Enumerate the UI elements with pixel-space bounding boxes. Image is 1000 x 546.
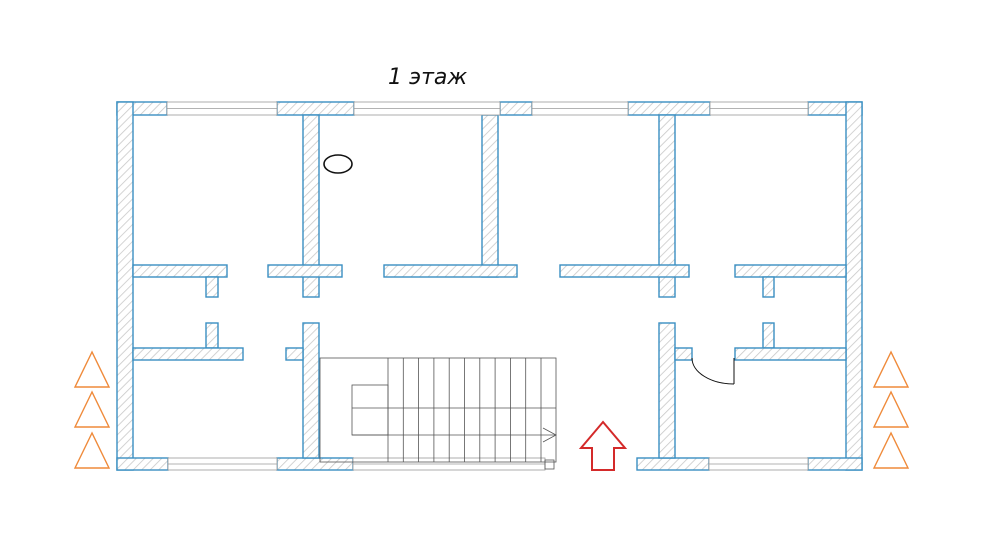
wall-segment — [627, 101, 711, 116]
wall-segment — [762, 276, 775, 298]
wall-segment — [205, 322, 219, 349]
window — [709, 101, 809, 116]
wall-segment — [116, 457, 169, 471]
window — [353, 101, 501, 116]
triangle-icon — [73, 390, 111, 428]
triangle-icon — [872, 390, 910, 428]
triangle-icon — [73, 350, 111, 388]
wall-segment — [658, 114, 676, 298]
wall-segment — [285, 347, 304, 361]
staircase — [319, 357, 557, 470]
floor-title: 1 этаж — [388, 65, 467, 90]
triangle-icon — [872, 350, 910, 388]
window — [531, 101, 629, 116]
wall-segment — [658, 322, 676, 459]
stair-outline — [319, 357, 557, 463]
wall-segment — [116, 101, 134, 471]
wall-segment — [674, 347, 693, 361]
wall-segment — [302, 322, 320, 459]
side-markers-right — [872, 350, 910, 469]
triangle-icon — [872, 431, 910, 469]
door-swing-icon — [691, 357, 735, 385]
wall-segment — [132, 264, 228, 278]
wall-segment — [302, 114, 320, 298]
wall-segment — [383, 264, 518, 278]
wall-segment — [734, 264, 847, 278]
window — [166, 101, 278, 116]
window — [708, 457, 809, 471]
wall-segment — [205, 276, 219, 298]
side-markers-left — [73, 350, 111, 469]
wall-segment — [276, 101, 355, 116]
wall-segment — [845, 101, 863, 471]
entrance-arrow-icon — [578, 420, 628, 471]
ellipse-icon — [323, 154, 353, 174]
stair-post — [544, 459, 555, 470]
stair-direction-arrow — [542, 427, 557, 443]
wall-segment — [132, 347, 244, 361]
stair-treads — [387, 358, 542, 462]
wall-segment — [267, 264, 343, 278]
windows — [166, 101, 809, 471]
wall-segment — [762, 322, 775, 349]
wall-segment — [481, 114, 499, 278]
walls — [116, 101, 863, 471]
window — [167, 457, 278, 471]
wall-segment — [734, 347, 847, 361]
triangle-icon — [73, 431, 111, 469]
wall-segment — [276, 457, 354, 471]
wall-segment — [636, 457, 710, 471]
stair-landing — [351, 384, 389, 436]
wall-segment — [499, 101, 533, 116]
wall-segment — [559, 264, 690, 278]
wall-segment — [807, 457, 863, 471]
